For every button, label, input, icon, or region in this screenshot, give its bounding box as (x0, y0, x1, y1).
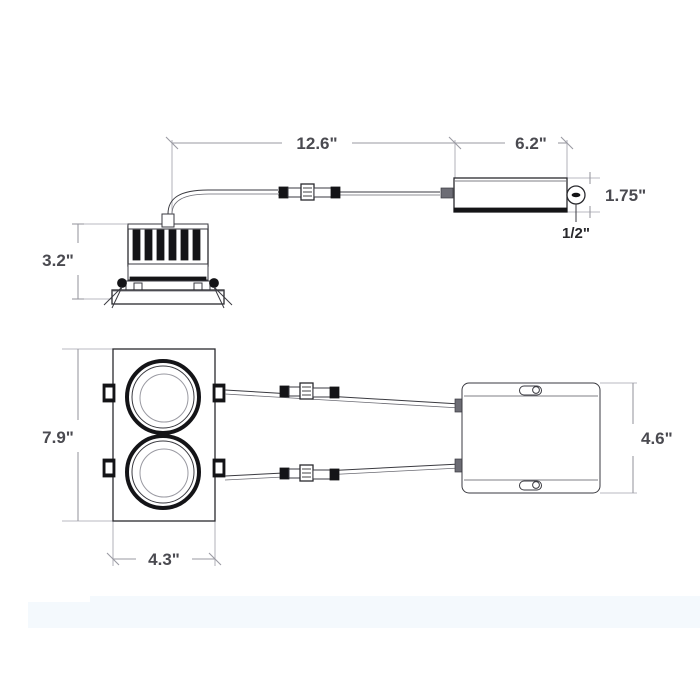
keyhole-slot-bottom (519, 480, 542, 491)
cable-run-elevation (167, 183, 454, 215)
dim-cable-length: 12.6" (165, 134, 462, 225)
spring-clips-left (102, 383, 116, 478)
dim-driver-width: 4.6" (600, 382, 673, 494)
dim-label-driver-height: 1.75" (605, 186, 646, 205)
keyhole-slot-top (519, 385, 542, 396)
dim-fixture-height: 3.2" (42, 223, 132, 300)
dim-label-driver-width: 4.6" (641, 429, 673, 448)
mounting-springs (103, 278, 233, 309)
driver-box-elevation: 1/2" (453, 177, 590, 242)
page-tint-band (28, 602, 700, 628)
downlight-housing-elevation (103, 213, 233, 309)
dim-driver-length: 6.2" (455, 134, 574, 180)
spring-clips-right (212, 383, 226, 478)
elevation-view: 12.6" 6.2" 1.75" (42, 134, 646, 309)
page-tint-band-2 (90, 596, 700, 606)
cable-connector (279, 464, 340, 482)
heatsink-fins (132, 229, 201, 261)
dim-label-driver-length: 6.2" (515, 134, 547, 153)
driver-box-plan (461, 382, 601, 494)
cable-connector (278, 183, 341, 201)
dim-label-knockout: 1/2" (562, 225, 590, 242)
aperture-top (125, 359, 201, 435)
aperture-bottom (125, 434, 201, 510)
dim-label-plate-height: 7.9" (42, 428, 74, 447)
cable-run-plan-top (224, 382, 466, 413)
mounting-plate-plan (102, 348, 226, 522)
dim-plate-height: 7.9" (42, 348, 128, 522)
dim-label-fixture-height: 3.2" (42, 251, 74, 270)
plan-view: 7.9" 4.3" 4.6" (42, 348, 673, 569)
dim-driver-height: 1.75" (567, 172, 646, 218)
cable-connector (279, 382, 340, 400)
cable-run-plan-bottom (224, 458, 466, 482)
dim-plate-width: 4.3" (106, 521, 222, 569)
dim-label-plate-width: 4.3" (148, 550, 180, 569)
knockout-half-inch (566, 185, 586, 222)
dim-label-cable-length: 12.6" (296, 134, 337, 153)
